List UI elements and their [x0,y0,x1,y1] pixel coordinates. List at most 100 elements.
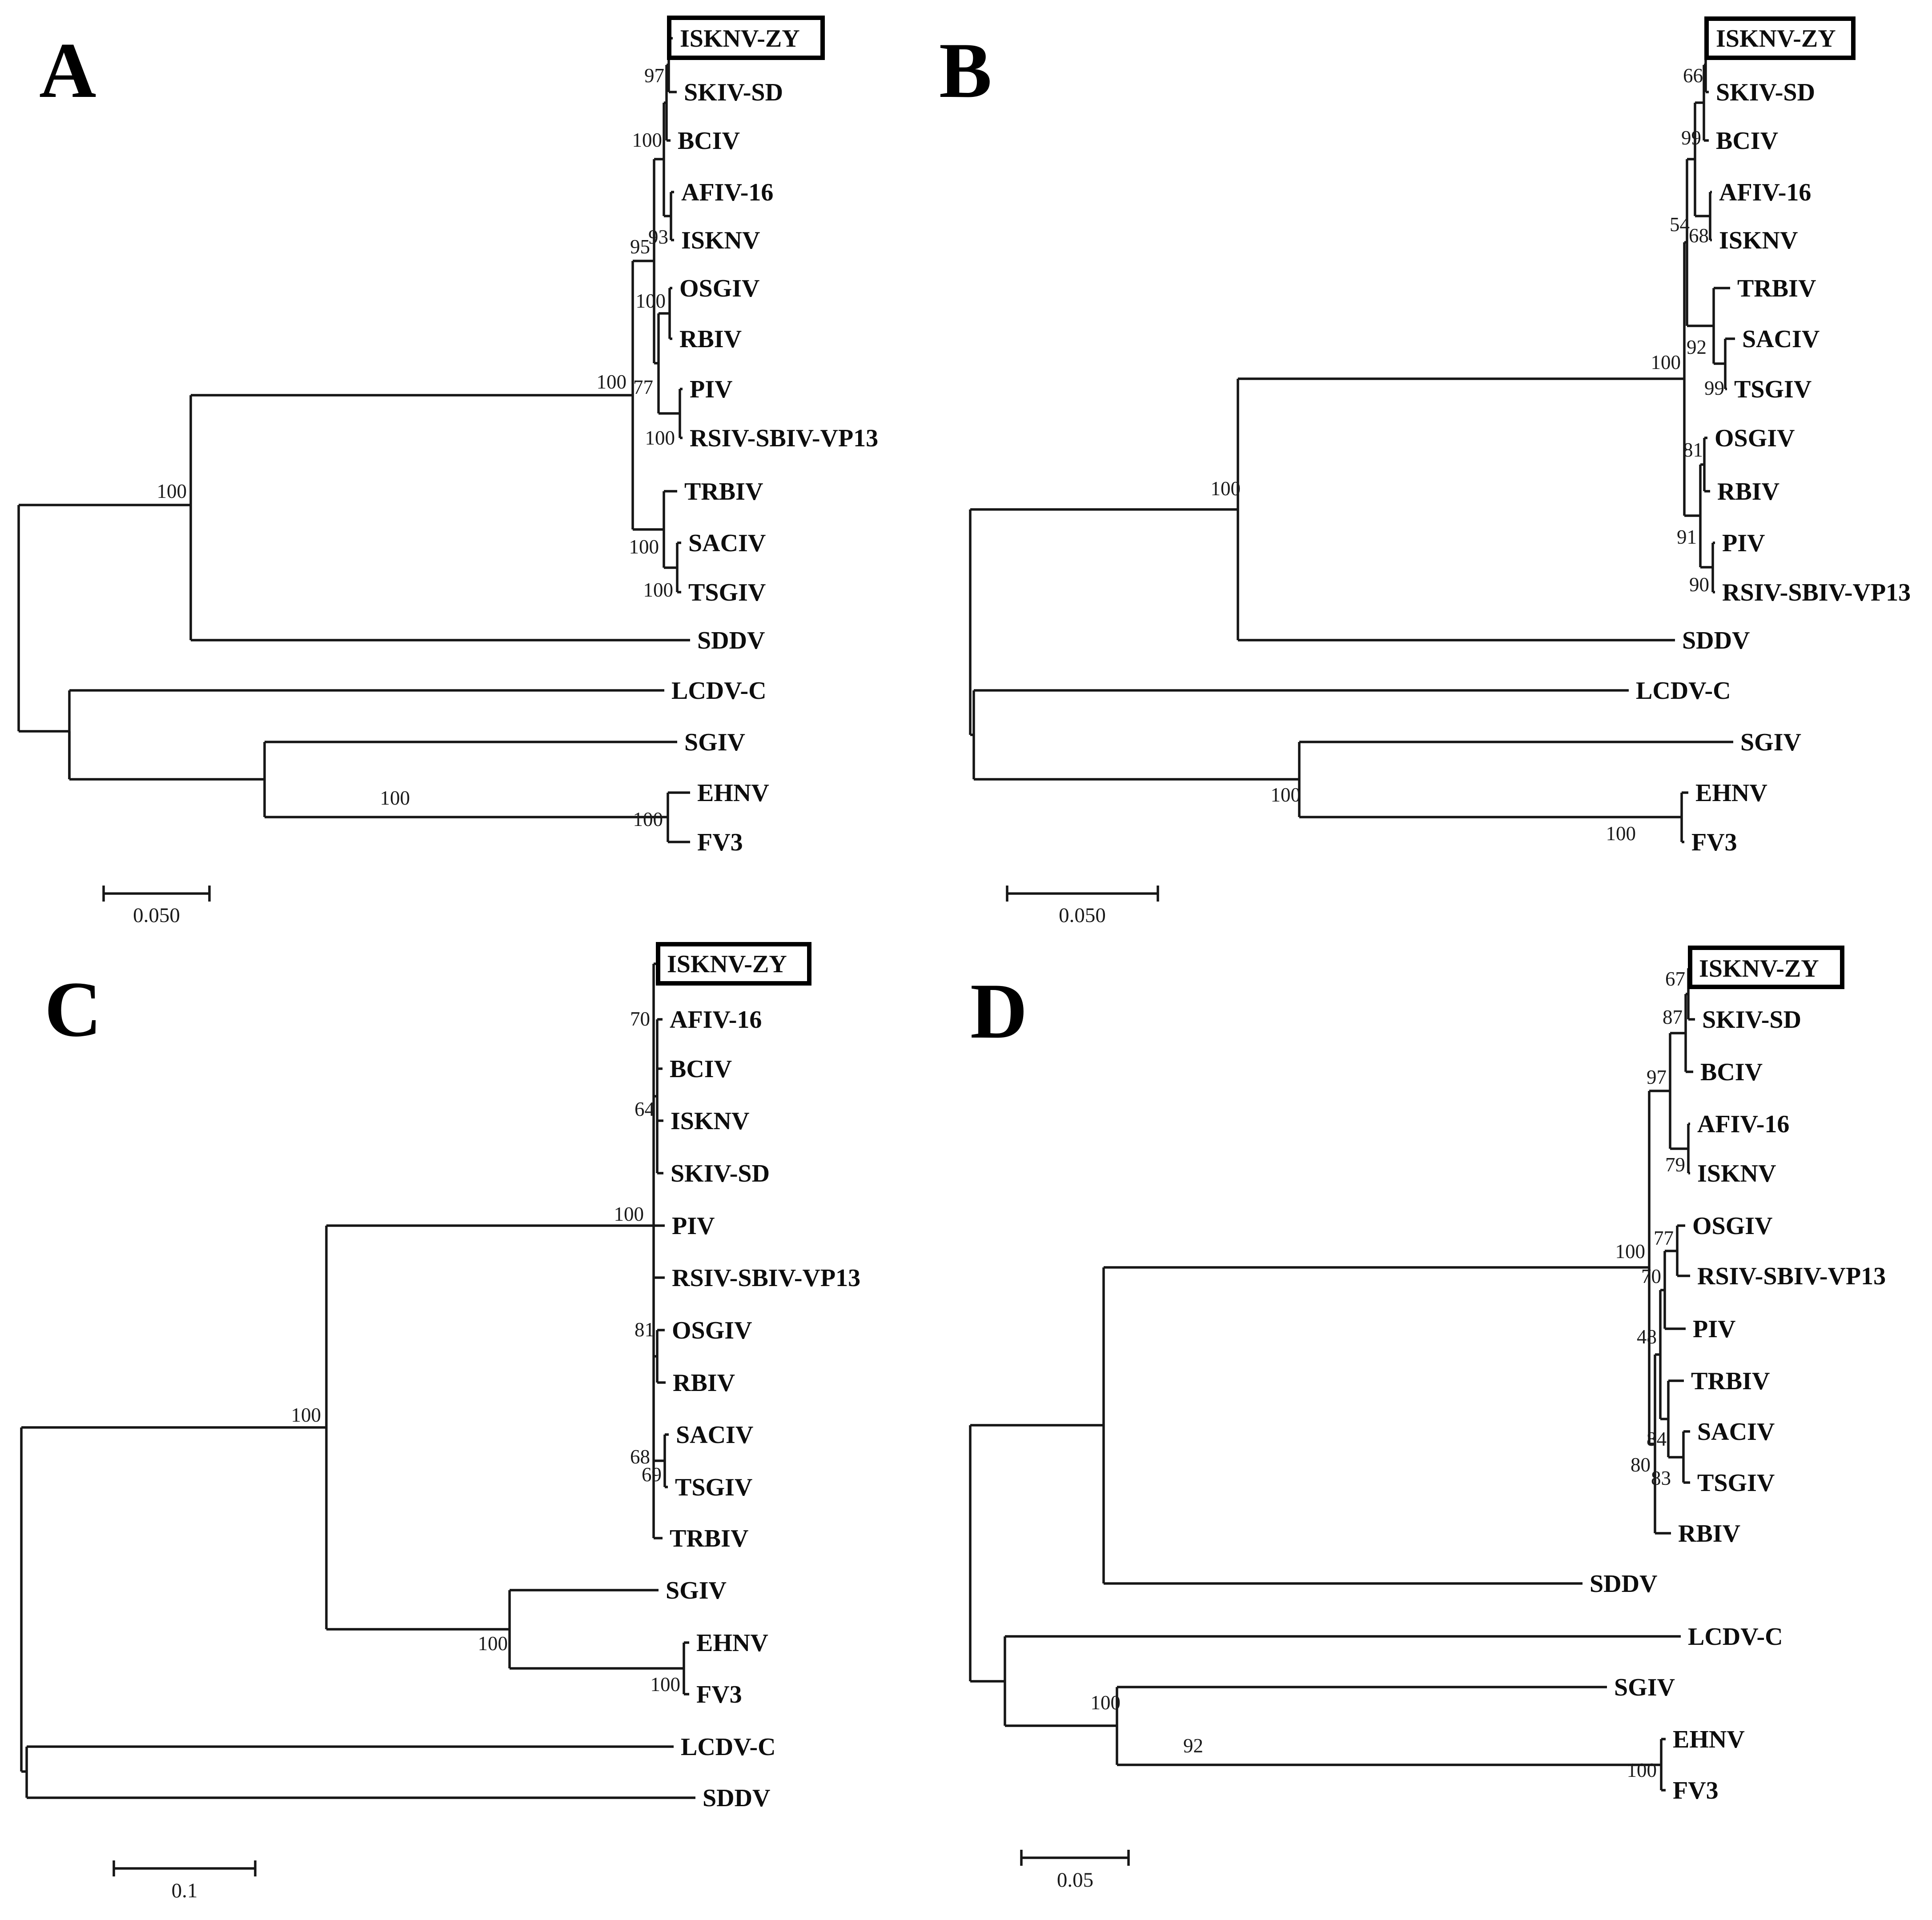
bootstrap-value: 77 [1654,1227,1674,1249]
bootstrap-value: 67 [1665,968,1685,990]
bootstrap-value: 68 [630,1446,650,1468]
taxon-label-isknv-zy: ISKNV-ZY [680,25,800,52]
taxon-label-ehnv: EHNV [1695,779,1767,807]
taxon-label-sddv: SDDV [1590,1570,1657,1598]
taxon-label-rbiv: RBIV [679,325,742,353]
scale-bar-D: 0.05 [1020,1850,1130,1892]
taxon-label-trbiv: TRBIV [670,1525,748,1552]
taxon-label-fv3: FV3 [696,1681,742,1708]
taxon-label-rbiv: RBIV [1678,1520,1740,1547]
panel-C: CISKNV-ZYAFIV-16BCIVISKNVSKIV-SDPIVRSIV-… [20,942,860,1902]
highlight-box-isknv-zy [656,942,811,986]
taxon-label-tsgiv: TSGIV [675,1474,752,1501]
taxon-label-isknv: ISKNV [681,227,760,254]
taxon-label-sddv: SDDV [1682,627,1750,654]
taxon-label-saciv: SACIV [688,529,766,557]
bootstrap-value: 91 [1677,526,1697,548]
taxon-label-lcdv-c: LCDV-C [1636,677,1731,705]
panel-label-A: A [39,26,96,114]
bootstrap-value: 93 [648,226,668,248]
taxon-label-isknv: ISKNV [1719,227,1798,254]
taxon-label-trbiv: TRBIV [1691,1367,1770,1395]
taxon-label-lcdv-c: LCDV-C [1688,1623,1783,1651]
taxon-label-isknv: ISKNV [671,1107,749,1135]
bootstrap-value: 81 [635,1319,655,1341]
bootstrap-value: 97 [644,64,664,87]
bootstrap-value: 54 [1670,213,1690,236]
taxon-label-saciv: SACIV [1697,1418,1775,1446]
bootstrap-value: 99 [1704,377,1724,399]
scale-bar-C: 0.1 [112,1860,257,1902]
bootstrap-value: 80 [1631,1454,1651,1476]
taxon-label-skiv-sd: SKIV-SD [1716,79,1815,106]
taxon-label-bciv: BCIV [670,1055,732,1083]
bootstrap-value: 64 [635,1098,655,1120]
taxon-label-ehnv: EHNV [1673,1726,1745,1753]
taxon-label-sgiv: SGIV [684,729,745,756]
panel-label-B: B [939,26,992,114]
taxon-label-rbiv: RBIV [1717,478,1779,505]
bootstrap-value: 99 [1681,127,1701,149]
bootstrap-value: 79 [1665,1154,1685,1176]
bootstrap-value: 92 [1183,1735,1203,1757]
taxon-label-piv: PIV [1693,1315,1735,1343]
bootstrap-value: 100 [1211,477,1241,500]
taxon-label-ehnv: EHNV [697,779,769,807]
taxon-label-osgiv: OSGIV [1715,425,1795,452]
bootstrap-value: 95 [630,236,650,258]
taxon-label-isknv: ISKNV [1697,1160,1776,1187]
bootstrap-value: 100 [1651,351,1681,373]
bootstrap-value: 70 [1641,1265,1661,1287]
scale-bar-label: 0.050 [133,904,180,927]
taxon-label-rsiv-sbiv-vp13: RSIV-SBIV-VP13 [1697,1263,1886,1290]
taxon-label-tsgiv: TSGIV [1734,376,1812,403]
bootstrap-value: 100 [597,371,627,393]
taxon-label-afiv-16: AFIV-16 [670,1006,762,1034]
bootstrap-value: 100 [614,1203,644,1225]
taxon-label-tsgiv: TSGIV [688,579,766,606]
taxon-label-trbiv: TRBIV [684,478,763,505]
bootstrap-value: 100 [1091,1692,1121,1714]
taxon-label-afiv-16: AFIV-16 [1697,1110,1789,1138]
bootstrap-value: 84 [1647,1428,1667,1450]
bootstrap-value: 100 [291,1404,321,1426]
taxon-label-tsgiv: TSGIV [1697,1469,1775,1497]
taxon-label-fv3: FV3 [697,829,743,856]
scale-bar-B: 0.050 [1006,886,1159,927]
bootstrap-value: 69 [642,1463,662,1486]
scale-bar-A: 0.050 [102,886,211,927]
taxon-label-bciv: BCIV [1700,1058,1763,1086]
bootstrap-value: 100 [632,129,663,151]
taxon-label-rsiv-sbiv-vp13: RSIV-SBIV-VP13 [1722,579,1911,606]
taxon-label-sgiv: SGIV [666,1577,727,1604]
bootstrap-value: 83 [1651,1467,1671,1489]
bootstrap-value: 100 [643,579,674,601]
taxon-label-skiv-sd: SKIV-SD [671,1160,770,1187]
taxon-label-trbiv: TRBIV [1737,275,1816,302]
highlight-box-isknv-zy [1688,946,1844,989]
panel-label-D: D [970,967,1028,1055]
scale-bar-label: 0.050 [1059,904,1106,927]
taxon-label-sddv: SDDV [703,1784,770,1812]
bootstrap-value: 48 [1637,1326,1657,1348]
taxon-label-sgiv: SGIV [1740,729,1801,756]
bootstrap-value: 100 [157,480,187,502]
bootstrap-value: 100 [478,1632,508,1655]
bootstrap-value: 81 [1683,439,1703,461]
taxon-label-afiv-16: AFIV-16 [681,179,773,206]
bootstrap-value: 100 [629,536,659,558]
taxon-label-ehnv: EHNV [696,1629,768,1657]
taxon-label-isknv-zy: ISKNV-ZY [1716,25,1836,52]
taxon-label-sddv: SDDV [697,627,765,654]
taxon-label-bciv: BCIV [678,127,740,155]
taxon-label-skiv-sd: SKIV-SD [684,79,783,106]
bootstrap-value: 68 [1689,224,1709,247]
taxon-label-fv3: FV3 [1691,829,1737,856]
highlight-box-isknv-zy [667,16,825,60]
taxon-label-fv3: FV3 [1673,1777,1719,1804]
taxon-label-lcdv-c: LCDV-C [671,677,767,705]
taxon-label-isknv-zy: ISKNV-ZY [667,950,787,978]
